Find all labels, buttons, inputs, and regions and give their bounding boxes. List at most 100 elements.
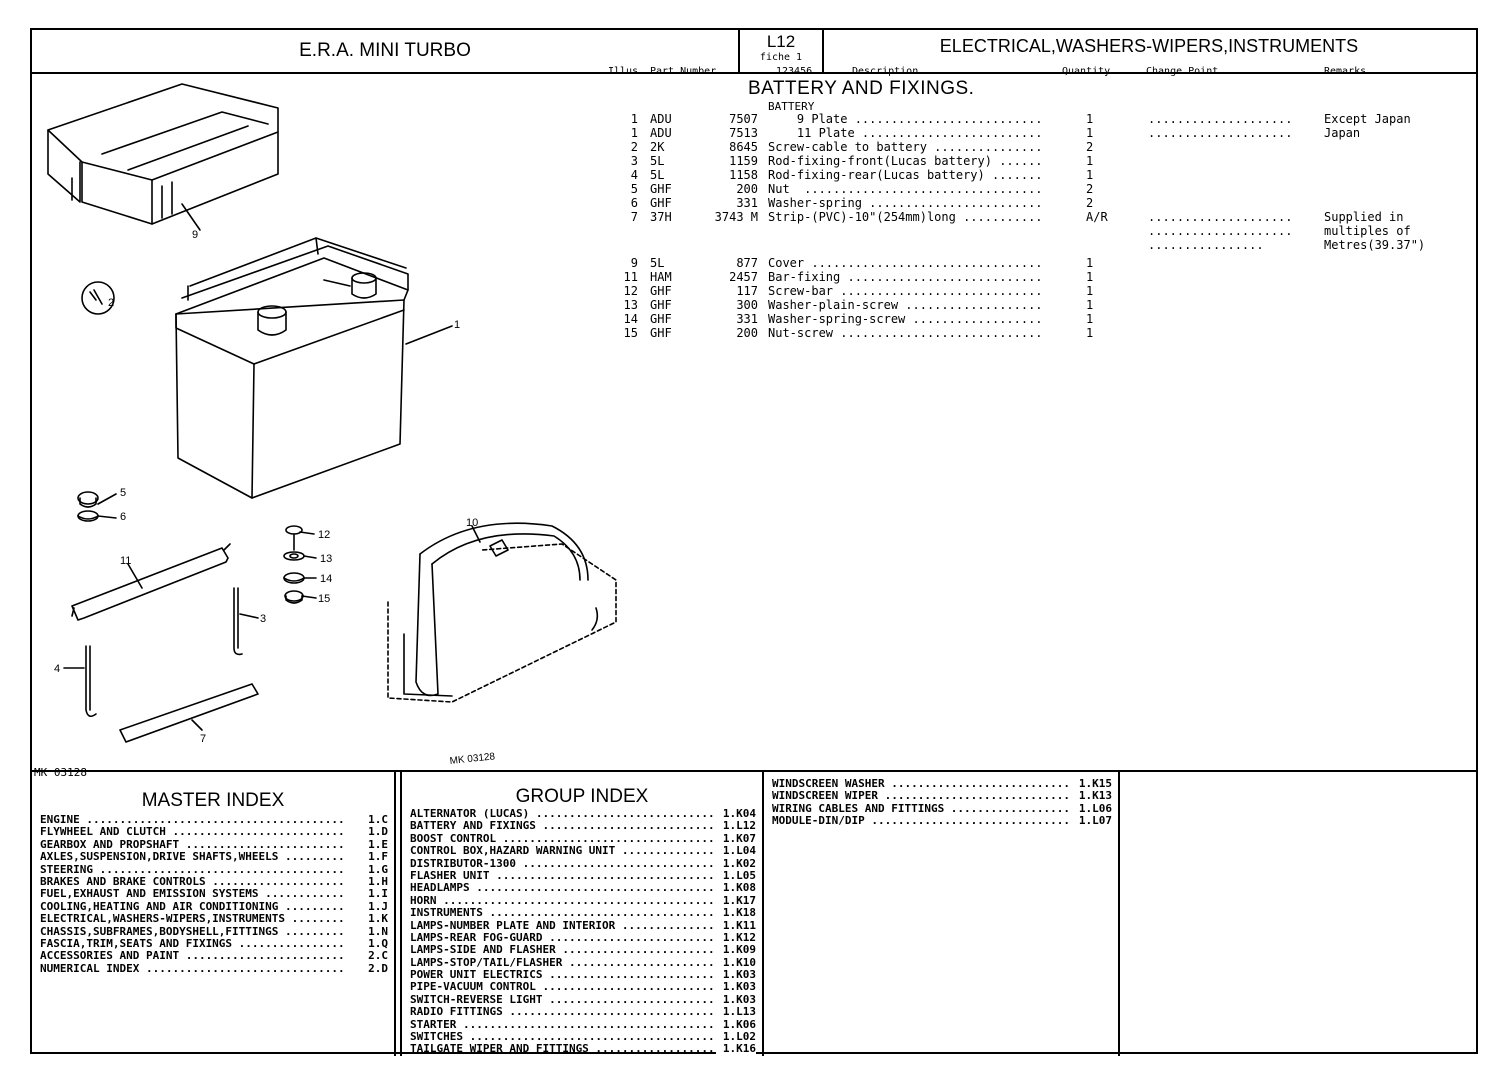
index-entry-ref: 1.K <box>348 913 388 926</box>
index-entry[interactable]: MODULE-DIN/DIP1.L07 <box>772 815 1112 828</box>
part-remarks: Except Japan <box>1324 112 1411 126</box>
part-description: Rod-fixing-rear(Lucas battery) ....... <box>768 168 1043 182</box>
index-entry[interactable]: RADIO FITTINGS1.L13 <box>410 1006 756 1019</box>
index-entry[interactable]: ENGINE1.C <box>40 814 388 827</box>
callout-14: 14 <box>320 573 332 585</box>
part-quantity: 2 <box>1086 182 1094 196</box>
part-illus: 15 <box>623 326 638 340</box>
part-quantity: 1 <box>1086 154 1094 168</box>
part-prefix: ADU <box>650 126 672 140</box>
index-entry[interactable]: FASCIA,TRIM,SEATS AND FIXINGS1.Q <box>40 937 388 951</box>
index-entry[interactable]: INSTRUMENTS1.K18 <box>410 907 756 920</box>
parts-catalogue-page: E.R.A. MINI TURBO L12 fiche 1 ELECTRICAL… <box>30 28 1478 1056</box>
index-entry[interactable]: POWER UNIT ELECTRICS1.K03 <box>410 969 756 982</box>
index-entry-ref: 2.D <box>348 962 388 976</box>
index-entry[interactable]: AXLES,SUSPENSION,DRIVE SHAFTS,WHEELS1.F <box>40 851 388 864</box>
callout-7: 7 <box>200 733 206 745</box>
index-entry[interactable]: WINDSCREEN WASHER1.K15 <box>772 778 1112 791</box>
index-entry-ref: 1.K09 <box>716 944 756 957</box>
part-prefix: HAM <box>650 270 672 284</box>
part-number: 117 <box>736 284 758 298</box>
index-entry[interactable]: STARTER1.K06 <box>410 1018 756 1032</box>
index-entry[interactable]: FLASHER UNIT1.L05 <box>410 869 756 883</box>
part-description: Nut-screw ............................ <box>768 326 1043 340</box>
part-quantity: 1 <box>1086 284 1094 298</box>
part-remarks: Metres(39.37") <box>1324 238 1426 252</box>
index-entry[interactable]: LAMPS-STOP/TAIL/FLASHER1.K10 <box>410 956 756 970</box>
group-title: ELECTRICAL,WASHERS-WIPERS,INSTRUMENTS <box>939 36 1359 56</box>
index-entry[interactable]: STEERING1.G <box>40 863 388 876</box>
part-quantity: 1 <box>1086 112 1094 126</box>
index-entry[interactable]: WIRING CABLES AND FITTINGS1.L06 <box>772 802 1112 816</box>
index-entry[interactable]: TAILGATE WIPER AND FITTINGS1.K16 <box>410 1043 756 1056</box>
index-entry[interactable]: PIPE-VACUUM CONTROL1.K03 <box>410 981 756 994</box>
index-entry-label: TAILGATE WIPER AND FITTINGS <box>410 1043 714 1055</box>
index-entry[interactable]: DISTRIBUTOR-13001.K02 <box>410 857 756 870</box>
screw-washers-drawing <box>283 525 305 604</box>
part-prefix: 5L <box>650 154 665 168</box>
index-entry-ref: 1.K07 <box>716 832 756 846</box>
diagram-ref-inner: MK 03128 <box>449 751 496 764</box>
index-entry-label: LAMPS-SIDE AND FLASHER <box>410 944 714 956</box>
index-entry[interactable]: ELECTRICAL,WASHERS-WIPERS,INSTRUMENTS1.K <box>40 913 388 926</box>
part-change-point: ................ <box>1148 238 1264 252</box>
index-entry[interactable]: SWITCHES1.L02 <box>410 1031 756 1044</box>
part-number: 1159 <box>729 154 758 168</box>
part-number: 331 <box>736 312 758 326</box>
index-entry-label: ENGINE <box>40 814 346 826</box>
index-entry-label: HEADLAMPS <box>410 882 714 894</box>
index-entry-ref: 1.L02 <box>716 1031 756 1044</box>
index-entry[interactable]: BOOST CONTROL1.K07 <box>410 832 756 846</box>
index-entry-label: FLASHER UNIT <box>410 870 714 882</box>
parts-row: ................ Metres(39.37") <box>32 238 1478 252</box>
index-entry[interactable]: LAMPS-NUMBER PLATE AND INTERIOR1.K11 <box>410 919 756 932</box>
index-entry[interactable]: ALTERNATOR (LUCAS)1.K04 <box>410 808 756 821</box>
index-entry[interactable]: FUEL,EXHAUST AND EMISSION SYSTEMS1.I <box>40 888 388 901</box>
part-illus: 4 <box>630 168 638 182</box>
col-code: 123456 <box>776 66 813 77</box>
index-entry-ref: 1.G <box>348 863 388 876</box>
index-entry-label: CHASSIS,SUBFRAMES,BODYSHELL,FITTINGS <box>40 926 346 938</box>
section-title: BATTERY AND FIXINGS. <box>748 78 975 99</box>
index-entry[interactable]: FLYWHEEL AND CLUTCH1.D <box>40 826 388 839</box>
index-entry[interactable]: HEADLAMPS1.K08 <box>410 882 756 895</box>
index-entry-ref: 1.K02 <box>716 857 756 870</box>
index-entry-ref: 1.I <box>348 888 388 901</box>
index-entry[interactable]: COOLING,HEATING AND AIR CONDITIONING1.J <box>40 900 388 914</box>
part-illus: 12 <box>623 284 638 298</box>
index-entry[interactable]: LAMPS-SIDE AND FLASHER1.K09 <box>410 944 756 957</box>
index-entry-label: LAMPS-NUMBER PLATE AND INTERIOR <box>410 920 714 932</box>
index-entry-label: MODULE-DIN/DIP <box>772 815 1070 827</box>
index-entry[interactable]: SWITCH-REVERSE LIGHT1.K03 <box>410 993 756 1007</box>
index-entry[interactable]: HORN1.K17 <box>410 894 756 908</box>
index-entry-label: FLYWHEEL AND CLUTCH <box>40 826 346 838</box>
part-prefix: GHF <box>650 196 672 210</box>
part-remarks: Supplied in <box>1324 210 1404 224</box>
index-entry-label: LAMPS-REAR FOG-GUARD <box>410 932 714 944</box>
index-entry-label: BRAKES AND BRAKE CONTROLS <box>40 876 346 888</box>
part-illus: 1 <box>630 112 638 126</box>
part-prefix: 5L <box>650 256 665 270</box>
index-entry[interactable]: BATTERY AND FIXINGS1.L12 <box>410 820 756 833</box>
callout-3: 3 <box>260 613 266 625</box>
index-entry[interactable]: NUMERICAL INDEX2.D <box>40 962 388 976</box>
index-entry[interactable]: ACCESSORIES AND PAINT2.C <box>40 950 388 963</box>
index-entry[interactable]: CHASSIS,SUBFRAMES,BODYSHELL,FITTINGS1.N <box>40 925 388 938</box>
index-entry[interactable]: BRAKES AND BRAKE CONTROLS1.H <box>40 875 388 889</box>
index-entry[interactable]: CONTROL BOX,HAZARD WARNING UNIT1.L04 <box>410 845 756 858</box>
index-entry[interactable]: GEARBOX AND PROPSHAFT1.E <box>40 838 388 852</box>
col-description: Description <box>852 66 919 77</box>
callout-4: 4 <box>54 663 60 675</box>
index-entry[interactable]: LAMPS-REAR FOG-GUARD1.K12 <box>410 931 756 945</box>
part-number: 2457 <box>729 270 758 284</box>
section-subtitle: BATTERY <box>768 100 815 113</box>
index-entry-label: LAMPS-STOP/TAIL/FLASHER <box>410 957 714 969</box>
fiche-number: fiche 1 <box>759 52 803 63</box>
index-entry[interactable]: WINDSCREEN WIPER1.K13 <box>772 790 1112 803</box>
index-entry-label: WINDSCREEN WASHER <box>772 778 1070 790</box>
